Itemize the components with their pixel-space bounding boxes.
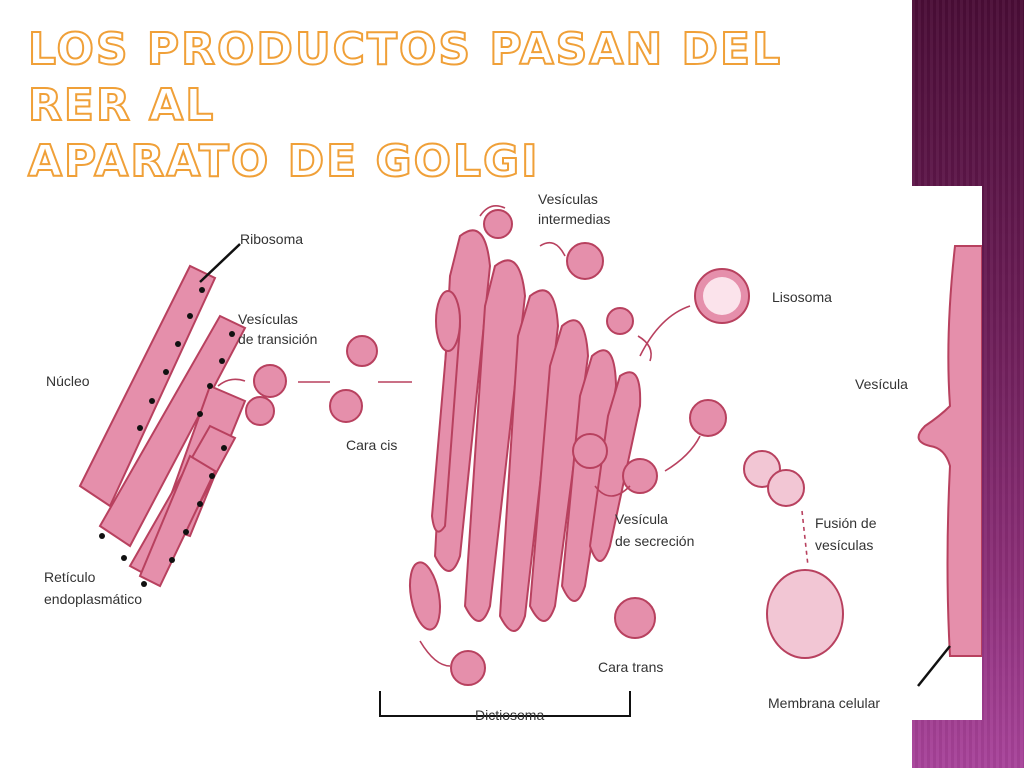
golgi-diagram: Ribosoma Vesículas intermedias Vesículas… [40, 186, 982, 720]
arrow-4 [479, 205, 506, 217]
label-intermediate-vesicles-2: intermedias [538, 211, 610, 227]
label-fusion-1: Fusión de [815, 515, 877, 531]
label-dictyosome: Dictiosoma [475, 707, 544, 720]
label-transition-vesicles-1: Vesículas [238, 311, 298, 327]
label-cis-face: Cara cis [346, 437, 397, 453]
label-intermediate-vesicles-1: Vesículas [538, 191, 598, 207]
arrow-1 [217, 378, 246, 387]
label-nucleus: Núcleo [46, 373, 90, 389]
membrane-pointer [917, 645, 951, 687]
label-cell-membrane: Membrana celular [768, 695, 880, 711]
label-fusion-2: vesículas [815, 537, 873, 553]
ribosome-pointer [199, 243, 241, 283]
arrow-11 [801, 510, 809, 567]
label-transition-vesicles-2: de transición [238, 331, 317, 347]
arrow-9 [639, 305, 691, 357]
intermediate-vesicles [450, 209, 658, 686]
title-line-1: Los productos pasan del RER al [27, 23, 783, 132]
label-trans-face: Cara trans [598, 659, 663, 675]
rough-er [78, 264, 247, 588]
arrow-10 [664, 435, 701, 472]
dictyosome-bracket [379, 691, 631, 717]
label-secretion-vesicle-1: Vesícula [615, 511, 668, 527]
ribosome-dots [99, 287, 235, 587]
label-reticulum-2: endoplasmático [44, 591, 142, 607]
arrow-7 [594, 485, 631, 497]
label-secretion-vesicle-2: de secreción [615, 533, 694, 549]
arrow-6 [637, 335, 652, 362]
label-lysosome: Lisosoma [772, 289, 832, 305]
slide-title: Los productos pasan del RER al aparato d… [27, 22, 888, 190]
transition-vesicles [245, 335, 378, 426]
label-ribosome: Ribosoma [240, 231, 303, 247]
title-line-2: aparato de Golgi [27, 135, 540, 188]
label-vesicle: Vesícula [855, 376, 908, 392]
arrow-8 [419, 640, 451, 667]
secretion-vesicle [689, 399, 727, 437]
golgi-cisternae [409, 229, 642, 632]
label-reticulum-1: Retículo [44, 569, 96, 585]
diagram-svg: Ribosoma Vesículas intermedias Vesículas… [44, 191, 982, 720]
arrow-5 [539, 241, 566, 257]
cell-membrane [917, 245, 982, 657]
fusing-vesicles [743, 450, 844, 659]
